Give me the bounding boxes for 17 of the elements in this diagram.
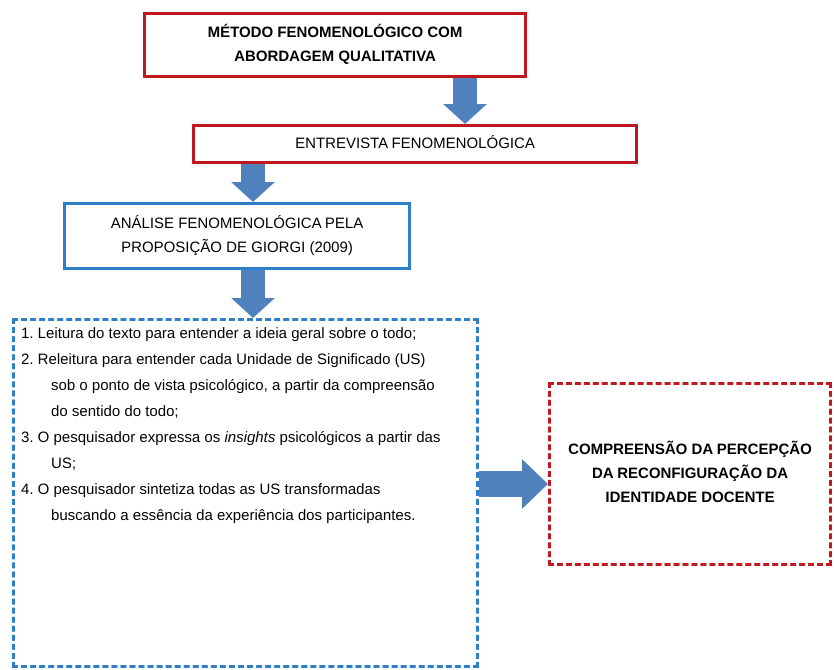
method-box bbox=[143, 12, 527, 78]
list-item: 2. Releitura para entender cada Unidade de Significado (US) sob o ponto de vista psicológico, a partir da compreensão do sentido do todo; bbox=[21, 350, 436, 422]
node-label: COMPREENSÃO DA PERCEPÇÃO DA RECONFIGURAÇÃO DA IDENTIDADE DOCENTE bbox=[567, 440, 813, 508]
list-item: 1. Leitura do texto para entender a ideia geral sobre o todo; bbox=[21, 324, 418, 344]
list-item: 4. O pesquisador sintetiza todas as US transformadas buscando a essência da experiência dos participantes. bbox=[21, 480, 416, 526]
list-item: 3. O pesquisador expressa os insights psicológicos a partir das US; bbox=[21, 428, 442, 474]
node-label: ANÁLISE FENOMENOLÓGICA PELA PROPOSIÇÃO DE GIORGI (2009) bbox=[110, 214, 364, 258]
interview-box bbox=[192, 124, 638, 164]
block-arrow bbox=[479, 459, 548, 509]
block-arrow bbox=[443, 78, 487, 124]
block-arrow bbox=[231, 270, 275, 318]
node-label: ENTREVISTA FENOMENOLÓGICA bbox=[294, 134, 536, 154]
block-arrow bbox=[231, 164, 275, 202]
steps-box bbox=[12, 318, 479, 668]
analysis-box bbox=[63, 202, 411, 270]
node-label: MÉTODO FENOMENOLÓGICO COM ABORDAGEM QUALITATIVA bbox=[206, 22, 464, 67]
result-box bbox=[548, 382, 832, 566]
